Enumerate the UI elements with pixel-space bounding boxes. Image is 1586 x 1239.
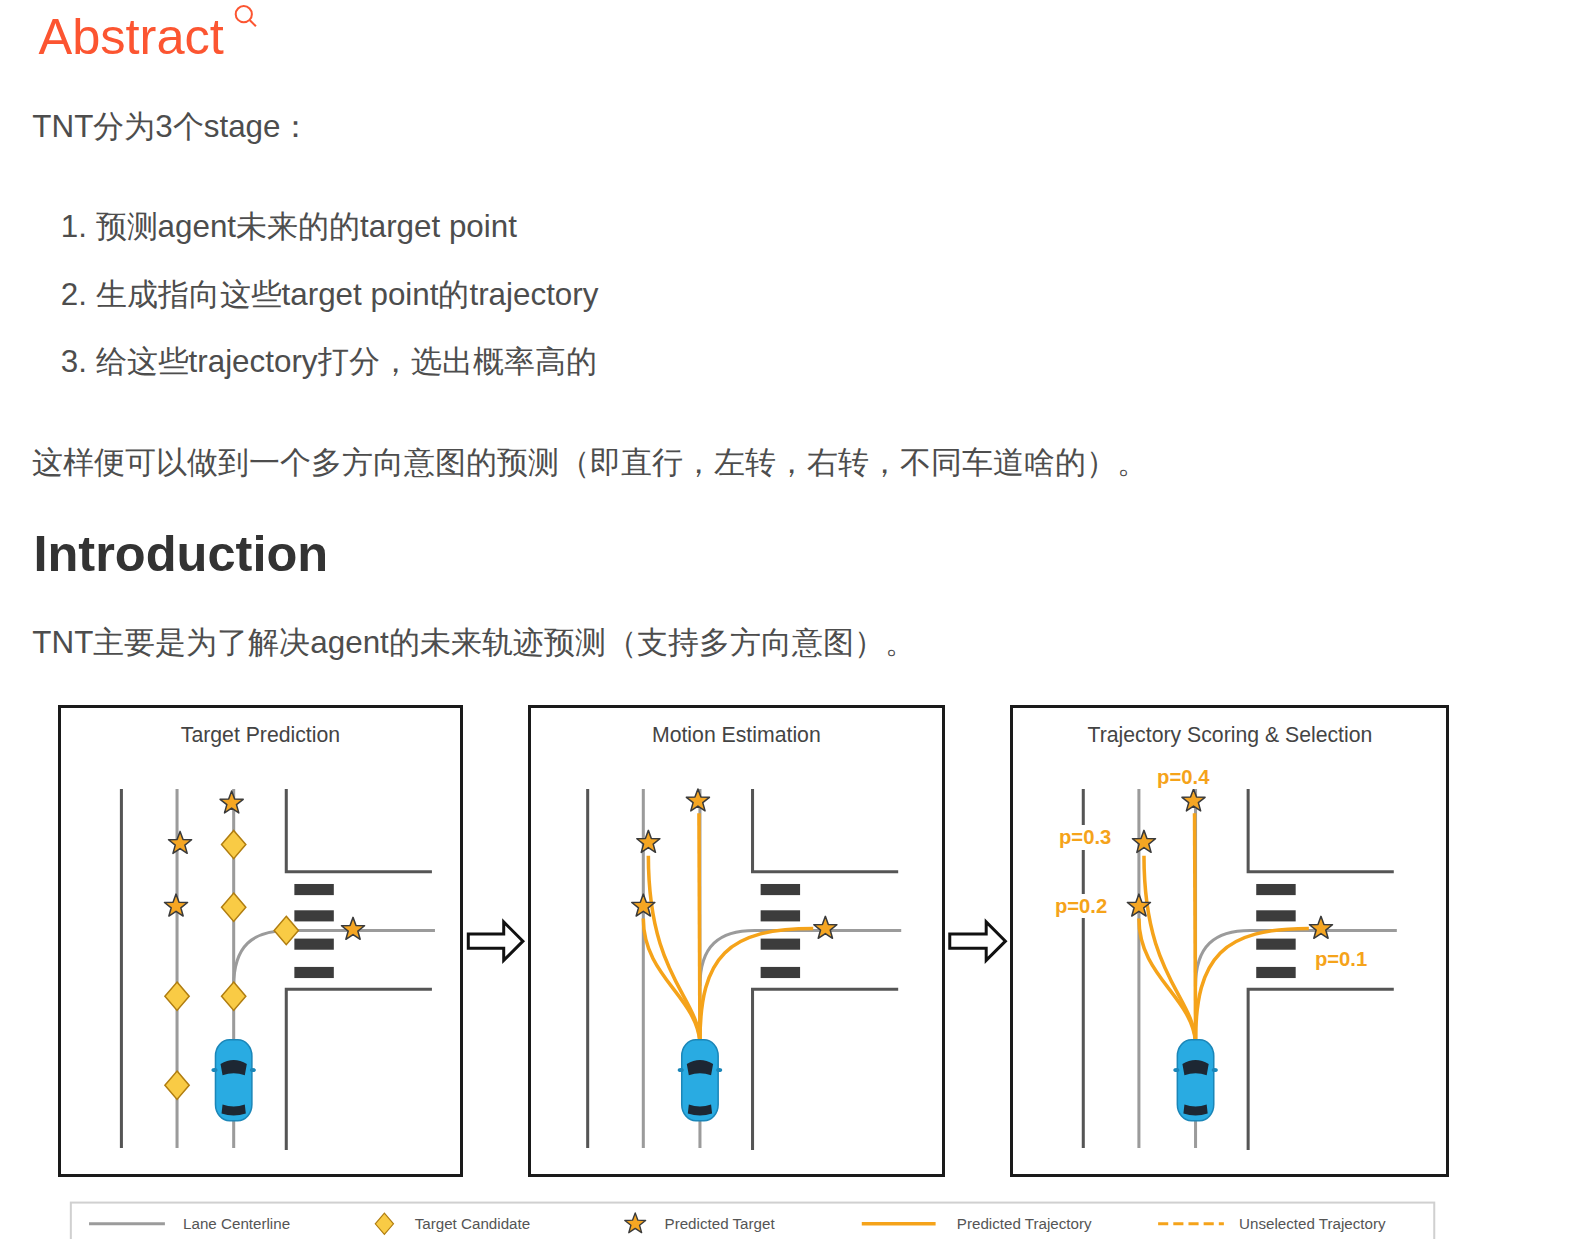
- probability-label: p=0.1: [1313, 947, 1369, 971]
- search-icon: [236, 6, 256, 26]
- legend-label: Predicted Trajectory: [957, 1215, 1092, 1233]
- figure-panel: Target Prediction: [58, 705, 464, 1177]
- road-map: [121, 789, 435, 1150]
- trajectories: [632, 789, 837, 1121]
- road-map: [1083, 789, 1397, 1150]
- legend-label: Unselected Trajectory: [1239, 1215, 1386, 1233]
- hollow-arrow: [950, 922, 1006, 960]
- list-item: 2. 生成指向这些target point的trajectory: [61, 276, 599, 314]
- panel-title: Target Prediction: [61, 708, 461, 748]
- panel-title: Trajectory Scoring & Selection: [1013, 708, 1446, 748]
- figure-panel: Trajectory Scoring & Selection: [1010, 705, 1449, 1177]
- probability-label: p=0.2: [1053, 894, 1109, 918]
- agent-car: [211, 1040, 256, 1121]
- panel-title: Motion Estimation: [531, 708, 942, 748]
- road-map: [588, 789, 902, 1150]
- figure-panel: Motion Estimation: [528, 705, 945, 1177]
- legend-label: Predicted Target: [665, 1215, 775, 1233]
- predicted-targets: [164, 791, 364, 939]
- trajectories: [1127, 789, 1332, 1121]
- legend-label: Lane Centerline: [183, 1215, 290, 1233]
- probability-label: p=0.4: [1155, 765, 1211, 789]
- hollow-arrow: [468, 922, 523, 960]
- paragraph-text: TNT分为3个stage：: [32, 108, 311, 146]
- paragraph-text: TNT主要是为了解决agent的未来轨迹预测（支持多方向意图）。: [32, 624, 915, 662]
- section-heading: Abstract: [38, 7, 223, 68]
- list-item: 3. 给这些trajectory打分，选出概率高的: [61, 343, 597, 381]
- legend-label: Target Candidate: [415, 1215, 530, 1233]
- legend-box: [71, 1203, 1434, 1239]
- section-heading: Introduction: [33, 524, 328, 585]
- probability-label: p=0.3: [1057, 825, 1113, 849]
- paragraph-text: 这样便可以做到一个多方向意图的预测（即直行，左转，右转，不同车道啥的）。: [32, 444, 1148, 482]
- list-item: 1. 预测agent未来的的target point: [61, 208, 517, 246]
